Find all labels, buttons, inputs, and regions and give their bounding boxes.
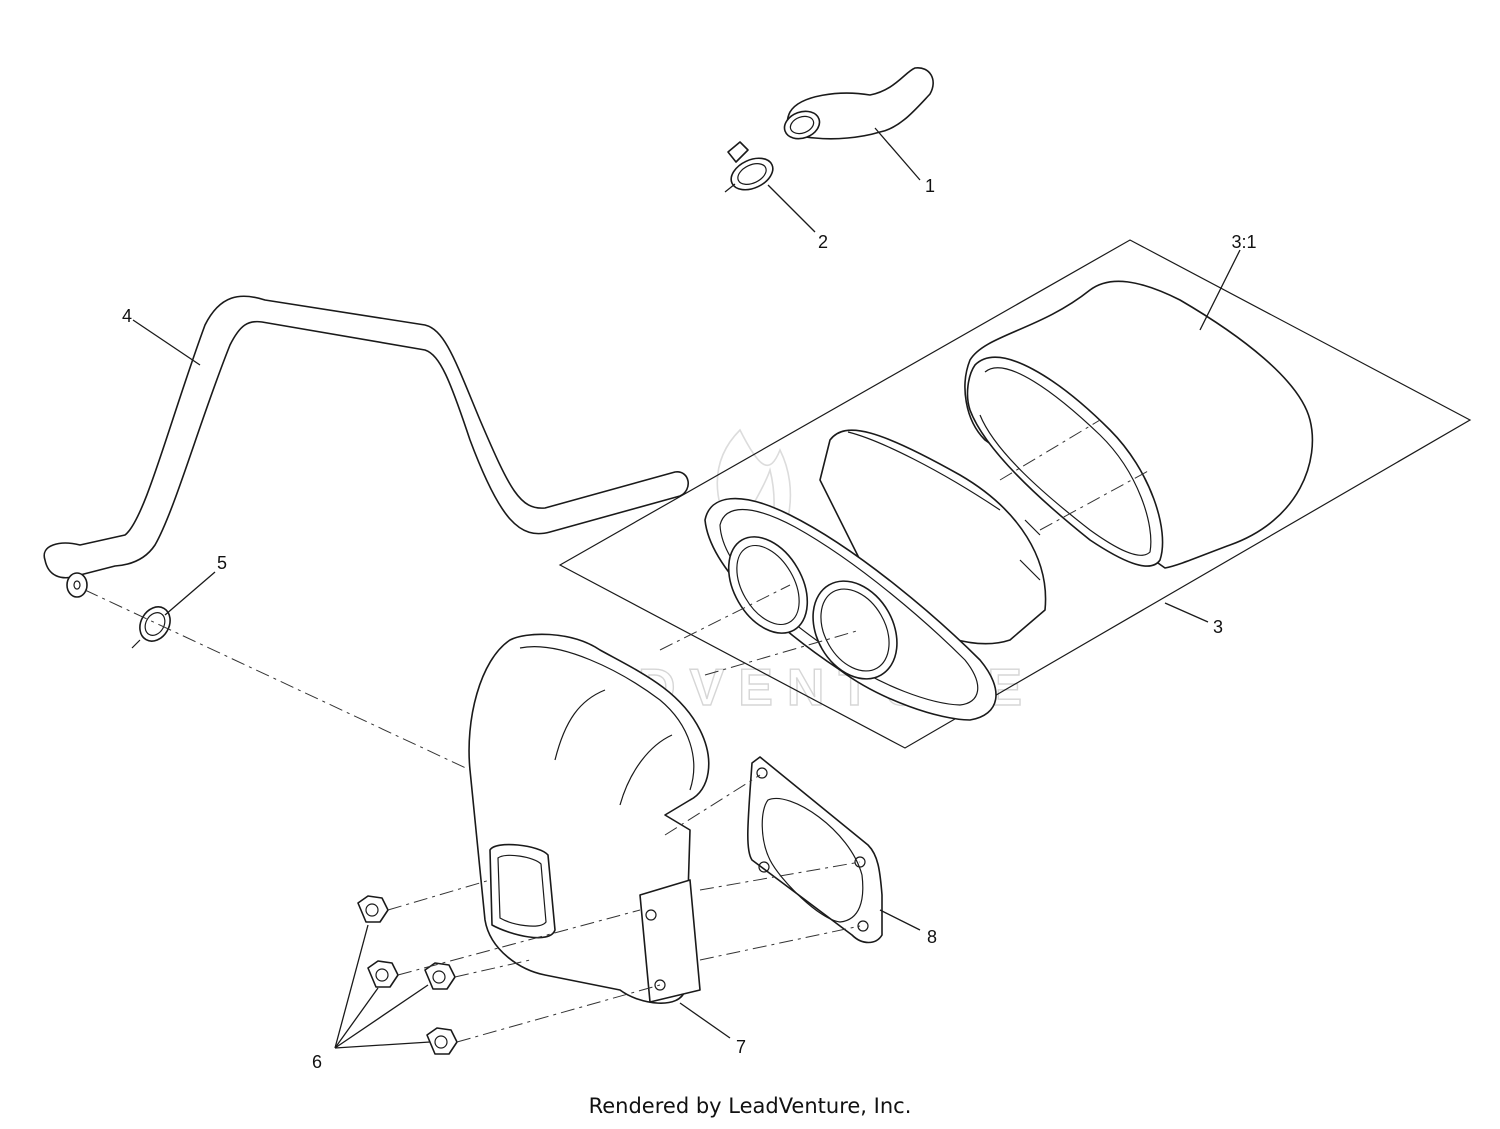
callout-2: 2 <box>818 232 828 252</box>
part-6-nut-3[interactable] <box>424 962 456 990</box>
leader-lines <box>132 127 1241 1049</box>
part-3-assembly-frame <box>558 239 1472 749</box>
part-6-nut-4[interactable] <box>426 1027 458 1055</box>
part-6-nut-2[interactable] <box>367 960 399 988</box>
part-3-1-element[interactable] <box>964 280 1314 569</box>
callout-7: 7 <box>736 1037 746 1057</box>
callout-1: 1 <box>925 176 935 196</box>
part-1-hose[interactable] <box>781 67 934 144</box>
callout-5: 5 <box>217 553 227 573</box>
part-3-filter[interactable] <box>704 429 1047 721</box>
part-6-nut-1[interactable] <box>357 895 389 923</box>
part-4-breather-tube[interactable] <box>43 295 689 598</box>
callout-8: 8 <box>927 927 937 947</box>
callout-4: 4 <box>122 306 132 326</box>
part-2-clamp[interactable] <box>724 141 778 196</box>
footer-credit: Rendered by LeadVenture, Inc. <box>588 1094 912 1118</box>
part-5-clamp[interactable] <box>131 601 176 649</box>
part-7-intake-elbow[interactable] <box>468 633 710 1004</box>
callout-6: 6 <box>312 1052 322 1072</box>
assembly-center-lines <box>84 419 1151 1043</box>
callout-3-1: 3:1 <box>1231 232 1256 252</box>
callout-3: 3 <box>1213 617 1223 637</box>
part-8-gasket[interactable] <box>747 756 883 944</box>
